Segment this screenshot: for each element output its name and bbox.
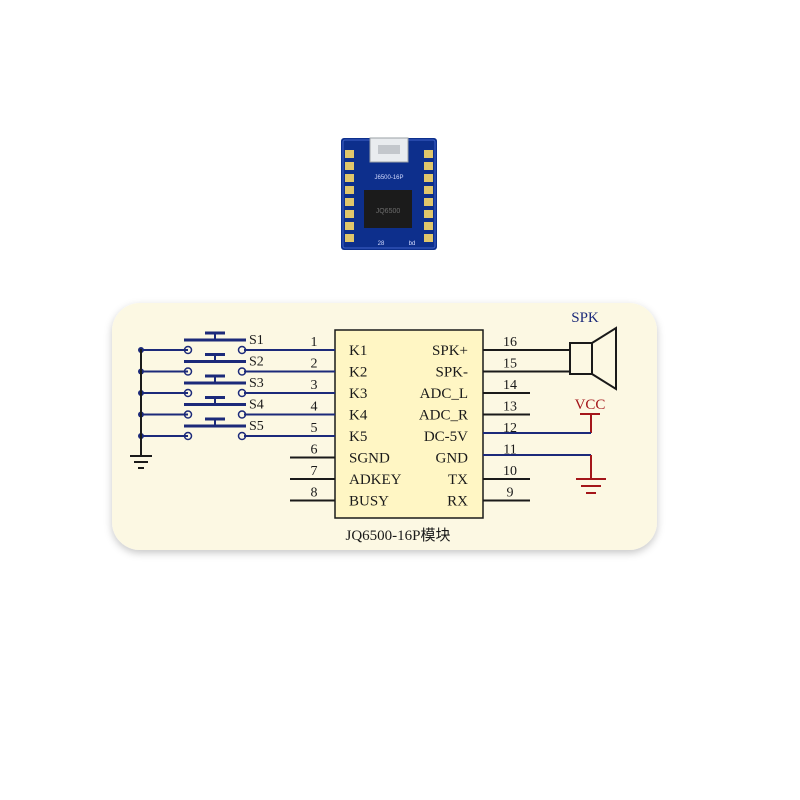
pushbutton-switch (138, 396, 247, 419)
switch-label: S1 (249, 333, 264, 348)
pcb-pad-right (424, 210, 433, 218)
pcb-pad-left (345, 210, 354, 218)
pin-name-left: SGND (349, 451, 390, 467)
module-photo: JQ6500 J6500-16P 28 bd (341, 137, 437, 250)
pushbutton-switch (138, 417, 247, 441)
pin-name-left: BUSY (349, 494, 389, 510)
pcb-pads (345, 150, 433, 242)
pin-name-right: SPK+ (432, 343, 468, 359)
pushbutton-switch (138, 353, 247, 376)
pcb-silk-text: J6500-16P (374, 175, 403, 181)
pcb-pad-left (345, 234, 354, 242)
pin-number-right: 14 (503, 378, 517, 393)
pin-number-left: 4 (311, 400, 318, 415)
pin-number-left: 3 (311, 378, 318, 393)
pin-number-left: 6 (311, 443, 318, 458)
pcb-pad-right (424, 186, 433, 194)
pin-name-left: K4 (349, 408, 368, 424)
pin-name-right: ADC_R (419, 408, 468, 424)
switch-label: S3 (249, 376, 264, 391)
pin-name-left: K3 (349, 386, 367, 402)
speaker-icon (569, 326, 617, 391)
pcb-pad-right (424, 234, 433, 242)
pcb-pad-left (345, 198, 354, 206)
pin-name-left: K2 (349, 365, 367, 381)
pin-name-right: DC-5V (424, 429, 468, 445)
ic-label: JQ6500-16P模块 (345, 527, 450, 544)
switch-label: S2 (249, 355, 264, 370)
usb-port-icon (378, 145, 400, 154)
pin-name-right: TX (448, 472, 468, 488)
pushbutton-switch (138, 331, 247, 355)
pin-name-right: GND (436, 451, 469, 467)
pcb-pad-left (345, 174, 354, 182)
pin-number-left: 2 (311, 357, 318, 372)
pcb-pad-right (424, 198, 433, 206)
ground-symbol-left (130, 455, 152, 469)
pin-number-right: 15 (503, 357, 517, 372)
pin-number-left: 1 (311, 335, 318, 350)
pcb-pad-right (424, 174, 433, 182)
vcc-label: VCC (575, 397, 606, 413)
switch-label: S4 (249, 398, 264, 413)
pin-name-right: ADC_L (420, 386, 468, 402)
pin-number-left: 5 (311, 421, 318, 436)
pin-name-left: K1 (349, 343, 367, 359)
pcb-corner-label-2: bd (409, 241, 416, 247)
pushbutton-switch (138, 374, 247, 398)
pin-number-left: 8 (311, 486, 318, 501)
pcb-pad-right (424, 150, 433, 158)
pin-number-right: 9 (507, 486, 514, 501)
pin-number-right: 16 (503, 335, 517, 350)
ground-symbol-right (576, 478, 606, 494)
pin-number-right: 13 (503, 400, 517, 415)
pin-name-left: ADKEY (349, 472, 402, 488)
pin-name-right: RX (447, 494, 468, 510)
pcb-pad-left (345, 150, 354, 158)
pin-name-right: SPK- (435, 365, 468, 381)
pcb-pad-left (345, 162, 354, 170)
ic-body (334, 329, 484, 519)
ic-pins: 1K12K23K34K45K56SGND7ADKEY8BUSY16SPK+15S… (244, 335, 570, 510)
pcb-pad-left (345, 186, 354, 194)
chip-body (364, 190, 412, 228)
pin-number-right: 11 (503, 443, 516, 458)
chip-text: JQ6500 (376, 208, 401, 215)
pcb-pad-left (345, 222, 354, 230)
pcb-pad-right (424, 162, 433, 170)
pin-name-left: K5 (349, 429, 367, 445)
speaker-label: SPK (571, 310, 599, 326)
pcb-corner-label-1: 28 (378, 241, 385, 247)
switch-label: S5 (249, 419, 264, 434)
pcb-pad-right (424, 222, 433, 230)
pin-number-right: 10 (503, 464, 517, 479)
pin-number-left: 7 (311, 464, 318, 479)
